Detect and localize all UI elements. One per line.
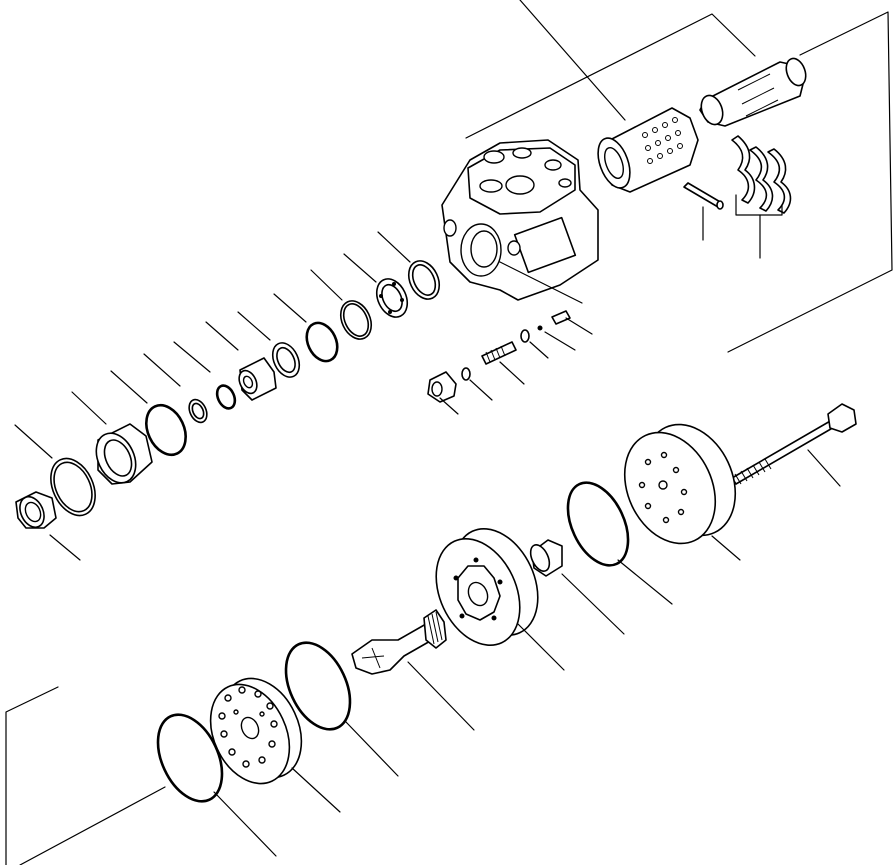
o-ring-middle (284, 641, 399, 777)
drive-shaft (351, 609, 475, 731)
end-cap (623, 423, 741, 561)
spacer (529, 539, 625, 635)
wear-plate (209, 677, 341, 813)
seal-rings-row (14, 231, 441, 561)
gerotor-set (435, 527, 565, 671)
o-ring-front (156, 713, 277, 857)
relief-valve-parts (427, 341, 525, 415)
check-valve-parts (520, 310, 593, 359)
valve-spool (699, 57, 807, 127)
tie-bolt (731, 403, 857, 487)
centering-springs (731, 135, 792, 259)
frame-lines-upper (465, 0, 893, 353)
valve-sleeve (597, 107, 699, 193)
cross-pin (683, 182, 724, 241)
o-ring-endcap (566, 481, 673, 605)
frame-lines-lower (5, 686, 166, 865)
valve-housing (441, 139, 599, 304)
